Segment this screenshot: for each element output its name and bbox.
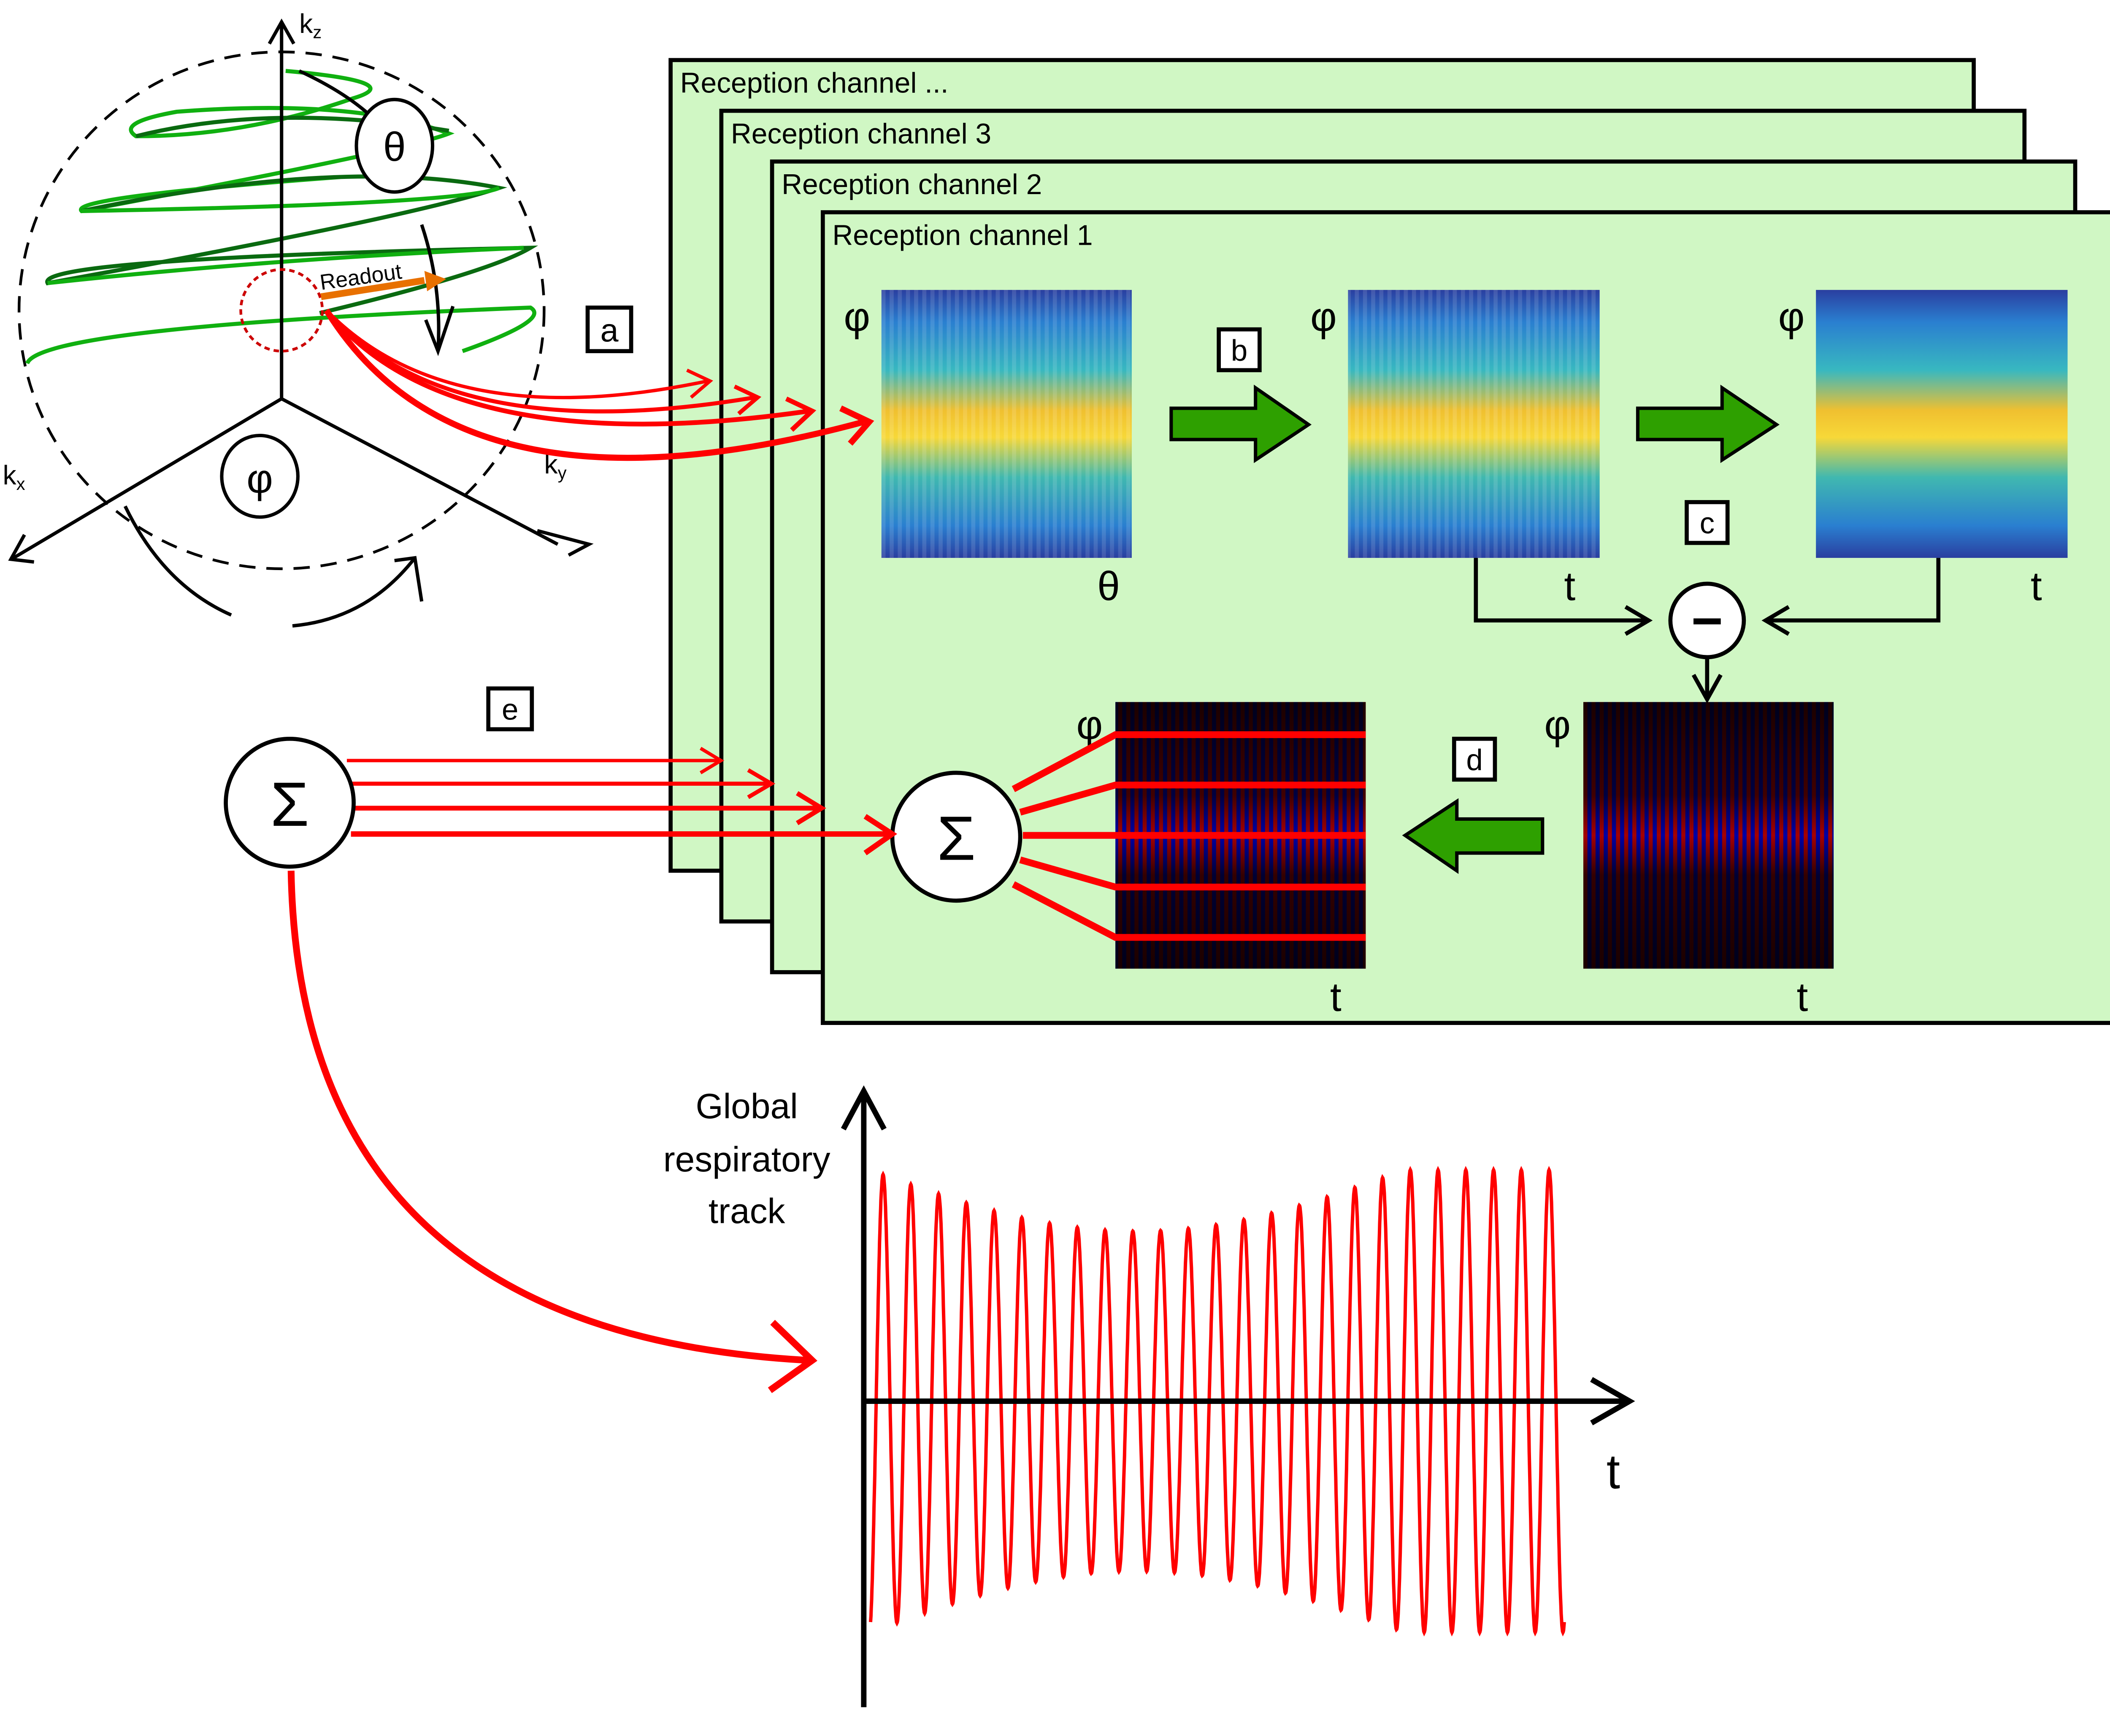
svg-text:Σ: Σ [271,770,309,839]
k-space-diagram: kz kx ky θ φ Readout [3,8,594,628]
svg-text:t: t [1607,1444,1620,1499]
svg-text:−: − [1691,590,1723,651]
svg-text:c: c [1700,507,1715,540]
svg-text:φ: φ [1778,294,1805,340]
ky-axis [281,397,559,546]
respiratory-signal [868,1166,1566,1637]
svg-text:θ: θ [1097,563,1120,609]
step-c-badge: c [1685,500,1730,545]
svg-text:φ: φ [1310,294,1337,340]
step-e-badge: e [486,686,534,732]
svg-text:φ: φ [1544,702,1571,748]
smoothed-phi-time-map [1816,290,2068,558]
global-sum-node [224,736,356,869]
channel-title: Reception channel 1 [832,219,1093,251]
svg-text:φ: φ [844,294,870,340]
svg-text:track: track [709,1191,786,1230]
channel-title: Reception channel ... [680,68,949,99]
kx-axis [13,397,283,560]
channel-title: Reception channel 3 [731,118,991,150]
svg-text:e: e [502,693,518,727]
svg-text:d: d [1466,744,1482,777]
svg-text:a: a [601,313,619,349]
svg-text:t: t [1330,974,1342,1019]
svg-text:b: b [1231,334,1247,368]
svg-text:t: t [1564,563,1575,609]
theta-angle-label [354,97,435,194]
k-space-center-circle [239,268,324,353]
svg-text:respiratory: respiratory [663,1139,830,1179]
svg-text:t: t [2031,563,2042,609]
phi-angle-label [220,433,300,519]
svg-text:t: t [1797,974,1808,1019]
svg-text:Global: Global [696,1086,798,1126]
step-d-badge: d [1452,736,1497,782]
step-a-badge: a [585,306,633,353]
channel-1-content: φ φ φ φ φ θ t t t t b c d − [844,290,2068,1019]
svg-text:kx: kx [3,460,25,494]
arrow-left-icon [1402,798,1545,874]
arrow-right-icon [1169,384,1312,463]
channel-title: Reception channel 2 [782,169,1042,200]
arrow-right-icon [1636,384,1780,463]
svg-text:kz: kz [299,8,322,42]
step-b-badge: b [1217,327,1262,373]
channel-output-lines [287,746,898,1393]
to-track-arrow [287,871,817,1393]
readout-arrow [320,277,425,300]
svg-text:φ: φ [246,456,273,501]
svg-text:Σ: Σ [937,804,976,873]
global-respiratory-track: t Global respiratory track [663,1085,1635,1707]
channel-input-curves [324,308,874,461]
svg-text:θ: θ [383,124,406,170]
sampling-lines [1012,731,1366,941]
